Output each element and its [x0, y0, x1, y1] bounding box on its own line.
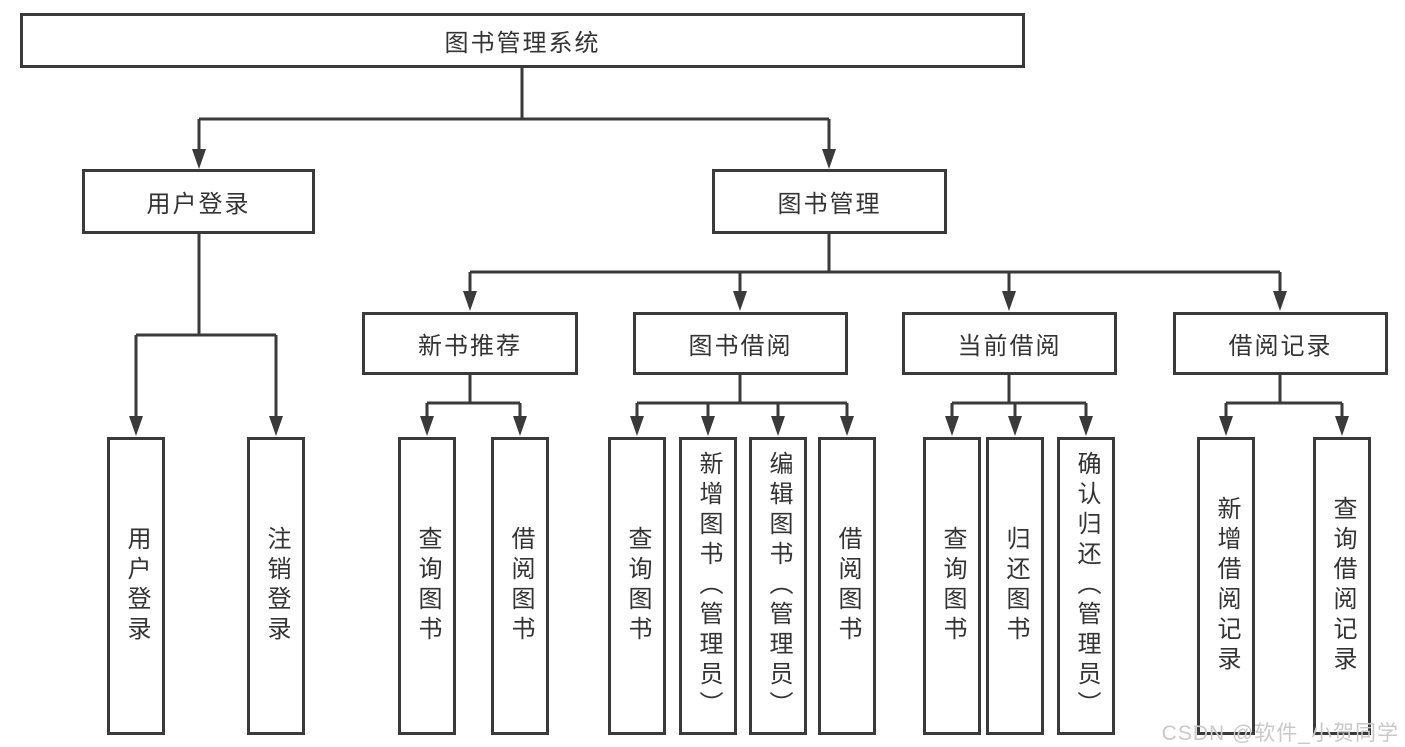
node-label: 用户登录	[146, 191, 251, 218]
node-leaf-edit-books-admin: 编辑图书（管理员）	[749, 437, 807, 735]
node-leaf-confirm-return-admin: 确认归还（管理员）	[1057, 437, 1115, 735]
node-book-management: 图书管理	[712, 169, 947, 234]
node-label: 新书推荐	[418, 333, 522, 360]
node-label: 借阅图书	[507, 526, 534, 646]
node-leaf-query-borrow-record: 查询借阅记录	[1313, 437, 1371, 735]
node-label: 查询借阅记录	[1329, 496, 1356, 676]
node-label: 新增图书（管理员）	[695, 451, 722, 721]
node-book-borrowing: 图书借阅	[633, 312, 848, 375]
node-label: 借阅图书	[834, 526, 861, 646]
node-leaf-query-books-recommend: 查询图书	[398, 437, 456, 735]
node-current-borrowing: 当前借阅	[902, 312, 1117, 375]
node-leaf-return-books: 归还图书	[986, 437, 1044, 735]
node-library-management-system: 图书管理系统	[20, 13, 1025, 68]
node-leaf-borrow-books: 借阅图书	[818, 437, 876, 735]
node-label: 借阅记录	[1228, 333, 1333, 360]
node-label: 图书借阅	[688, 333, 793, 360]
node-label: 图书管理	[777, 191, 882, 218]
node-label: 编辑图书（管理员）	[765, 451, 792, 721]
node-borrowing-records: 借阅记录	[1173, 312, 1388, 375]
node-label: 查询图书	[624, 526, 651, 646]
node-leaf-logout: 注销登录	[247, 437, 305, 735]
node-leaf-borrow-books-recommend: 借阅图书	[491, 437, 549, 735]
node-label: 查询图书	[939, 526, 966, 646]
node-user-login: 用户登录	[82, 169, 315, 234]
node-label: 图书管理系统	[444, 30, 601, 57]
node-label: 新增借阅记录	[1213, 496, 1240, 676]
node-leaf-add-borrow-record: 新增借阅记录	[1197, 437, 1255, 735]
node-label: 确认归还（管理员）	[1073, 451, 1100, 721]
node-new-book-recommend: 新书推荐	[362, 312, 578, 375]
node-leaf-query-books-borrow: 查询图书	[608, 437, 666, 735]
node-label: 用户登录	[123, 526, 150, 646]
node-label: 注销登录	[263, 526, 290, 646]
node-leaf-user-login: 用户登录	[107, 437, 165, 735]
csdn-watermark: CSDN @软件_小贺同学	[1161, 722, 1399, 745]
node-label: 当前借阅	[957, 333, 1062, 360]
node-leaf-query-books-current: 查询图书	[923, 437, 981, 735]
node-label: 归还图书	[1002, 526, 1029, 646]
node-leaf-add-books-admin: 新增图书（管理员）	[679, 437, 737, 735]
node-label: 查询图书	[414, 526, 441, 646]
